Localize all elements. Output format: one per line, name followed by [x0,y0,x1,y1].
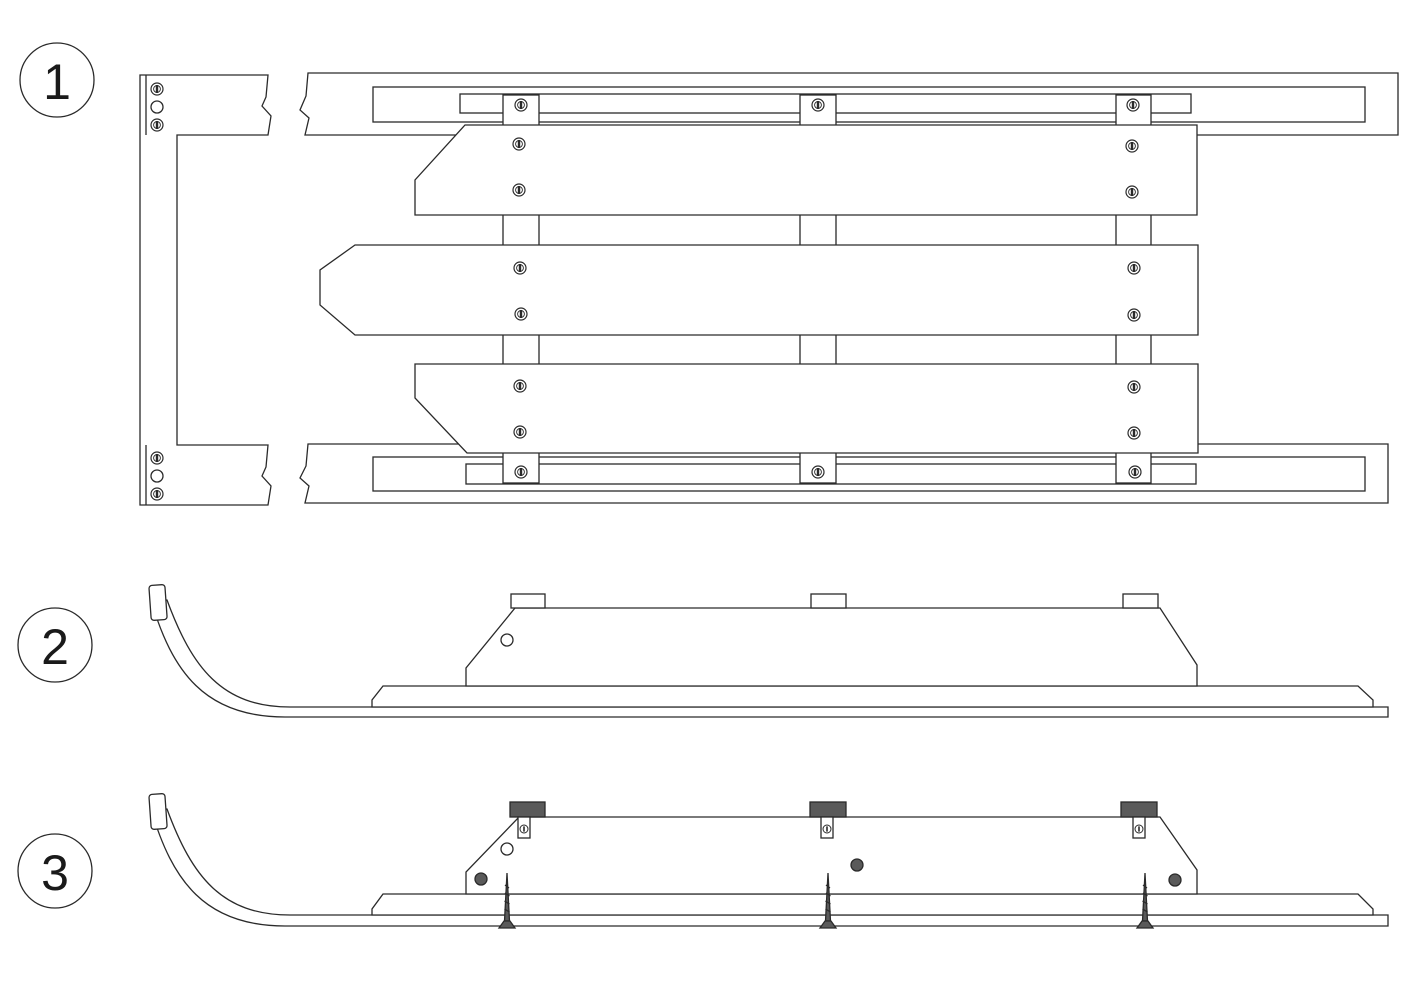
side-board [465,607,1198,687]
drilled-hole-icon [474,872,488,886]
step-number-2: 2 [41,619,69,675]
cross-bar-end-3 [1122,593,1159,609]
runner-end-cap [148,584,168,621]
hole-icon [500,633,514,647]
screw-icon [513,425,527,439]
screw-icon [512,183,526,197]
step-label-3: 3 [17,833,93,909]
base-plank [371,685,1374,708]
screw-icon [514,98,528,112]
base-plank [371,893,1374,916]
cross-bar-end-3 [1120,801,1158,818]
screw-icon [512,137,526,151]
slat-2 [319,244,1199,336]
screw-icon [1125,139,1139,153]
screw-icon [514,307,528,321]
screw-icon [1127,308,1141,322]
runner-side [150,599,1389,718]
step-label-2: 2 [17,607,93,683]
slat-3 [414,363,1199,454]
screw-icon [822,824,832,834]
cross-bar-end-1 [509,801,546,818]
screw-icon [811,98,825,112]
step-label-1: 1 [19,42,95,118]
drilled-hole-icon [850,858,864,872]
hole-icon [150,100,164,114]
cross-bar-end-2 [809,801,847,818]
screw-icon [1127,426,1141,440]
cross-bar-end-1 [510,593,546,609]
screw-icon [519,824,529,834]
view-3-fastened-view [148,793,1389,929]
screw-icon [150,82,164,96]
step-number-1: 1 [43,54,71,110]
cross-bar-end-2 [810,593,847,609]
wood-screw-icon [818,872,838,929]
runner-end-cap [148,793,168,830]
hole-icon [500,842,514,856]
runner-side [150,808,1389,927]
wood-screw-icon [497,872,517,929]
screw-icon [1125,185,1139,199]
screw-icon [1126,98,1140,112]
screw-icon [513,261,527,275]
screw-icon [150,118,164,132]
slat-1 [414,124,1198,216]
screw-icon [150,451,164,465]
screw-icon [1134,824,1144,834]
step-number-3: 3 [41,845,69,901]
hole-icon [150,469,164,483]
screw-icon [1127,261,1141,275]
screw-icon [1127,380,1141,394]
screw-icon [150,487,164,501]
side-board [465,816,1198,895]
drilled-hole-icon [1168,873,1182,887]
screw-icon [514,465,528,479]
view-2-side-view [148,584,1389,718]
slats [319,124,1199,454]
screw-icon [513,379,527,393]
wood-screw-icon [1135,872,1155,929]
left-frame [139,74,272,506]
screw-icon [1128,465,1142,479]
view-1-top-view [139,72,1399,506]
screw-icon [811,465,825,479]
